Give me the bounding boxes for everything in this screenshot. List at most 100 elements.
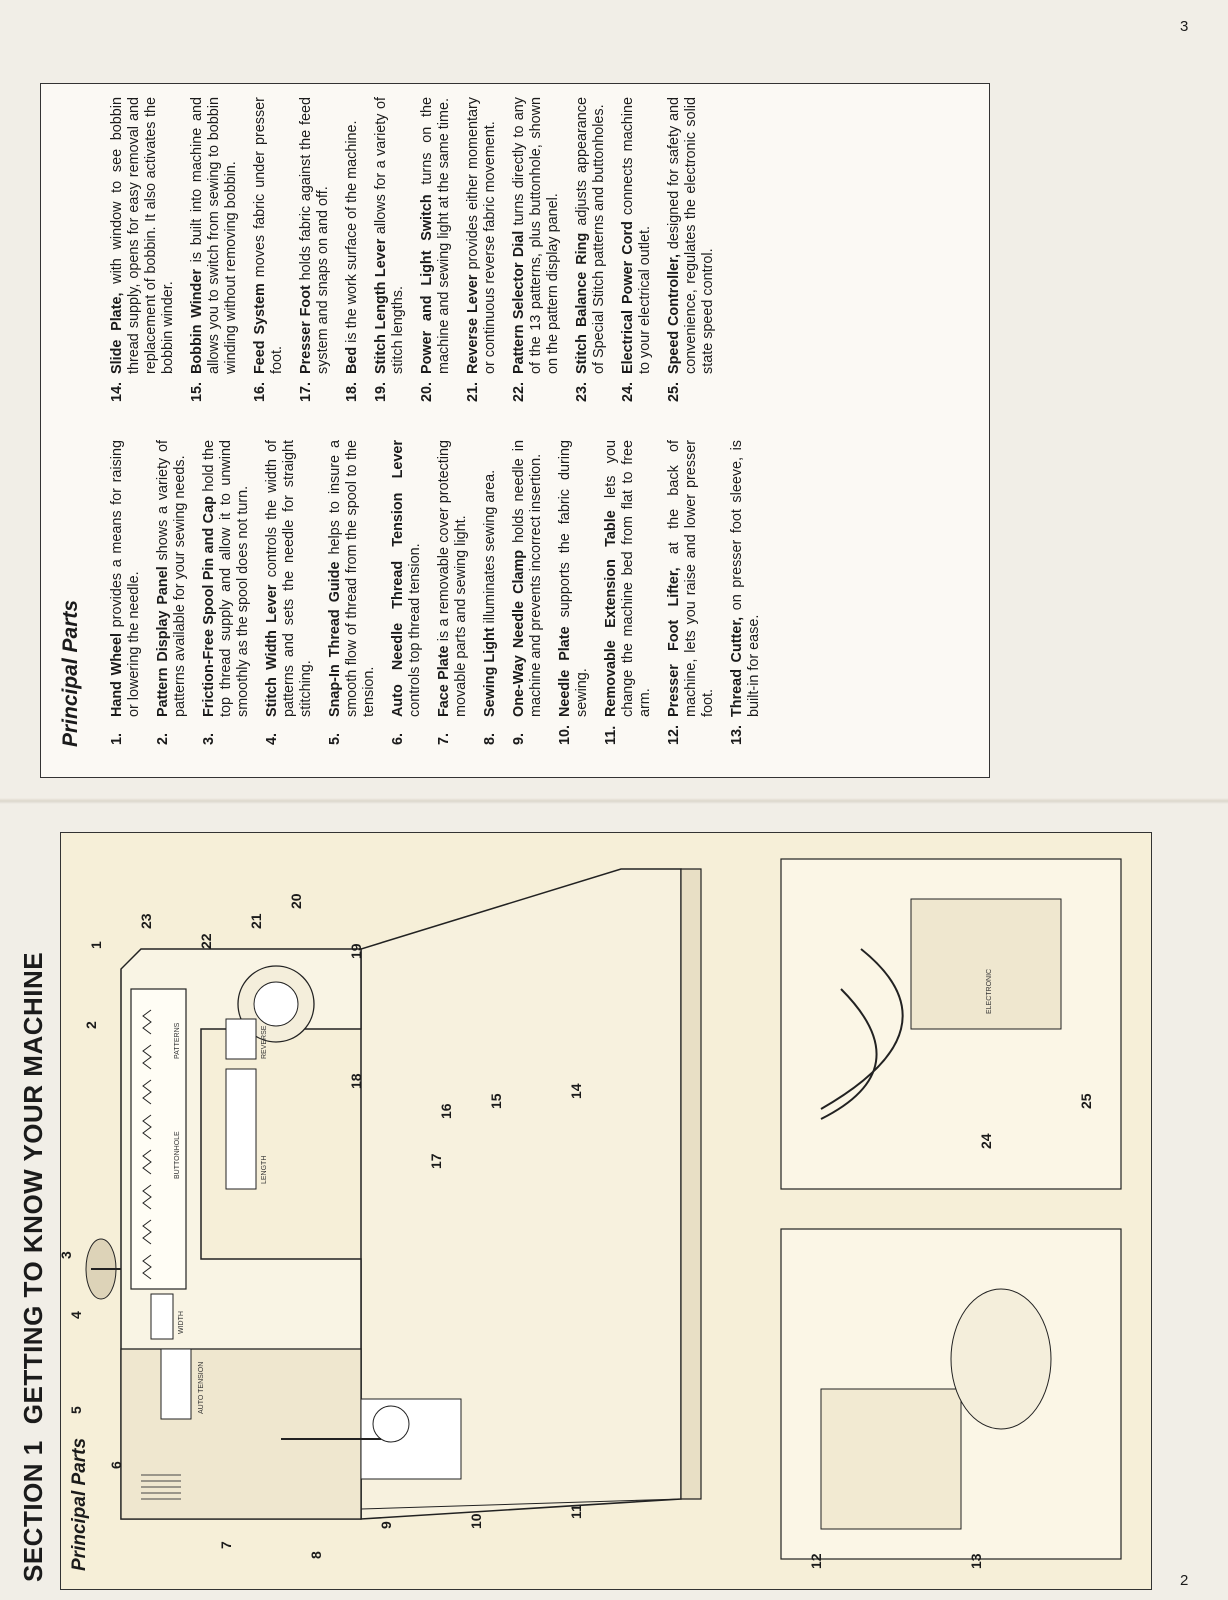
- part-number: 12.: [666, 724, 682, 745]
- part-name: Bobbin Winder: [189, 269, 205, 374]
- machine-diagram: BUTTONHOLE PATTERNS WIDTH AUTO TENSION L…: [61, 858, 1122, 1569]
- part-name: Presser Foot Lifter,: [666, 567, 682, 717]
- part-item: 5.Snap-In Thread Guide helps to insure a…: [327, 440, 378, 745]
- callout-number: 22: [198, 933, 214, 949]
- part-number: 19.: [373, 381, 389, 402]
- callout-number: 17: [428, 1153, 444, 1169]
- part-number: 15.: [189, 381, 205, 402]
- part-number: 9.: [511, 732, 527, 745]
- section-title: SECTION 1GETTING TO KNOW YOUR MACHINE: [18, 952, 49, 1582]
- callout-number: 6: [108, 1461, 124, 1469]
- parts-column-left: 1.Hand Wheel provides a means for raisin…: [109, 440, 775, 745]
- patterns-label: PATTERNS: [174, 1022, 181, 1059]
- diagram-frame: BUTTONHOLE PATTERNS WIDTH AUTO TENSION L…: [60, 832, 1152, 1590]
- page-number-left: 2: [1180, 1572, 1189, 1589]
- diagram-page: SECTION 1GETTING TO KNOW YOUR MACHINE: [18, 830, 1198, 1590]
- callout-group: 1234567891011121314151617181920212223242…: [61, 893, 1094, 1569]
- part-name: Auto Needle Thread Tension Lever: [390, 440, 406, 717]
- part-item: 7.Face Plate is a removable cover protec…: [436, 440, 470, 745]
- part-description: illuminates sewing area.: [482, 469, 498, 624]
- part-item: 10.Needle Plate supports the fabric duri…: [557, 440, 591, 745]
- part-name: Slide Plate,: [109, 292, 125, 374]
- section-number: SECTION 1: [18, 1440, 48, 1582]
- part-number: 18.: [344, 381, 360, 402]
- callout-number: 1: [88, 941, 104, 949]
- inset-machine-back: [820, 1388, 962, 1530]
- callout-number: 8: [308, 1551, 324, 1559]
- part-number: 22.: [511, 381, 527, 402]
- part-number: 6.: [390, 732, 406, 745]
- callout-number: 16: [438, 1103, 454, 1119]
- part-item: 22.Pattern Selector Dial turns directly …: [511, 97, 562, 402]
- part-item: 14.Slide Plate, with window to see bobbi…: [109, 97, 177, 402]
- reverse-label: REVERSE: [261, 1025, 268, 1059]
- part-number: 7.: [436, 732, 452, 745]
- part-name: Sewing Light: [482, 627, 498, 717]
- part-name: Reverse Lever: [465, 274, 481, 374]
- auto-tension-label: AUTO TENSION: [198, 1362, 205, 1414]
- parts-column-right: 14.Slide Plate, with window to see bobbi…: [109, 97, 729, 402]
- part-item: 16.Feed System moves fabric under presse…: [252, 97, 286, 402]
- reverse-lever: [225, 1018, 257, 1060]
- callout-number: 15: [488, 1093, 504, 1109]
- part-number: 16.: [252, 381, 268, 402]
- part-name: Face Plate: [436, 645, 452, 718]
- part-name: Friction-Free Spool Pin and Cap: [201, 496, 217, 717]
- part-name: Power and Light Switch: [419, 194, 435, 374]
- callout-number: 9: [378, 1521, 394, 1529]
- part-name: Bed: [344, 346, 360, 374]
- part-item: 3.Friction-Free Spool Pin and Cap hold t…: [201, 440, 252, 745]
- part-name: One-Way Needle Clamp: [511, 549, 527, 717]
- part-number: 2.: [155, 732, 171, 745]
- part-name: Snap-In Thread Guide: [327, 561, 343, 717]
- part-number: 21.: [465, 381, 481, 402]
- part-item: 6. Auto Needle Thread Tension Lever contr…: [390, 440, 424, 745]
- machine-bed: [360, 868, 682, 1520]
- text-heading: Principal Parts: [59, 599, 82, 747]
- part-item: 20.Power and Light Switch turns on the m…: [419, 97, 453, 402]
- part-item: 12.Presser Foot Lifter, at the back of m…: [666, 440, 717, 745]
- callout-number: 10: [468, 1513, 484, 1529]
- part-name: Electrical Power Cord: [620, 221, 636, 374]
- callout-number: 14: [568, 1083, 584, 1099]
- callout-number: 5: [68, 1406, 84, 1414]
- part-item: 11.Removable Extension Table lets you ch…: [603, 440, 654, 745]
- part-description: controls top thread tension.: [407, 543, 423, 717]
- part-item: 17.Presser Foot holds fabric against the…: [298, 97, 332, 402]
- bobbin-window: [372, 1405, 410, 1443]
- part-number: 20.: [419, 381, 435, 402]
- buttonhole-label: BUTTONHOLE: [174, 1131, 181, 1179]
- bed-edge: [680, 868, 702, 1500]
- part-name: Speed Controller,: [666, 254, 682, 374]
- callout-number: 7: [218, 1541, 234, 1549]
- part-item: 19.Stitch Length Lever allows for a vari…: [373, 97, 407, 402]
- speed-controller-pedal: [910, 898, 1062, 1030]
- width-label: WIDTH: [178, 1311, 185, 1334]
- part-item: 15.Bobbin Winder is built into machine a…: [189, 97, 240, 402]
- stitch-balance-ring: [253, 981, 299, 1027]
- part-name: Pattern Display Panel: [155, 566, 171, 717]
- controller-cord: [820, 948, 904, 1110]
- part-name: Pattern Selector Dial: [511, 230, 527, 374]
- face-plate-vents: [141, 1474, 181, 1500]
- part-number: 11.: [603, 725, 619, 745]
- callout-number: 18: [348, 1073, 364, 1089]
- part-name: Presser Foot: [298, 285, 314, 374]
- stitch-length-lever: [225, 1068, 257, 1190]
- callout-number: 2: [83, 1021, 99, 1029]
- inset-bobbin-area: [950, 1288, 1052, 1430]
- part-number: 8.: [482, 732, 498, 745]
- callout-number: 19: [348, 943, 364, 959]
- callout-number: 4: [68, 1311, 84, 1319]
- auto-tension-lever: [160, 1348, 192, 1420]
- part-item: 21.Reverse Lever provides either momenta…: [465, 97, 499, 402]
- callout-number: 20: [288, 893, 304, 909]
- part-name: Needle Plate: [557, 626, 573, 717]
- part-item: 25.Speed Controller, designed for safety…: [666, 97, 717, 402]
- page-number-right: 3: [1180, 18, 1189, 35]
- length-label: LENGTH: [261, 1156, 268, 1184]
- power-cord: [820, 988, 878, 1120]
- part-number: 13.: [729, 724, 745, 745]
- callout-number: 11: [568, 1504, 584, 1519]
- page-fold: [0, 798, 1228, 804]
